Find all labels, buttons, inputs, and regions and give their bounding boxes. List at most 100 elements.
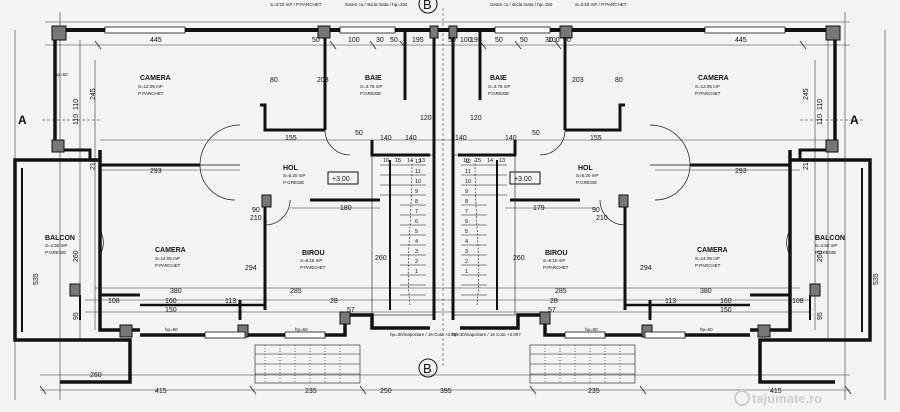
dimension-label: 293 [150, 168, 162, 175]
dimension-label: 260 [73, 250, 80, 262]
dimension-label: 195 [470, 37, 482, 44]
dimension-label: 250 [380, 388, 392, 395]
dimension-label: 395 [440, 388, 452, 395]
stair-step-number: 7 [415, 209, 418, 215]
dimension-label: 120 [420, 115, 432, 122]
stair-step-number: 6 [415, 219, 418, 225]
dimension-label: 215 [90, 158, 97, 170]
section-b-bottom: B [423, 361, 432, 376]
top-center-left-note: Geam cu / sticla mata / hp=150 [345, 2, 408, 7]
room-area: S=6.20 mP [576, 173, 598, 178]
section-a-right: A [850, 113, 859, 127]
dimension-label: 415 [155, 388, 167, 395]
stair-step-number: 2 [415, 259, 418, 265]
room-name: BIROU [545, 250, 568, 257]
stair-step-number: 4 [465, 239, 468, 245]
stair-step-number: 11 [415, 169, 421, 175]
room-name: BAIE [365, 75, 382, 82]
dimension-label: 179 [533, 205, 545, 212]
room-area: S=3.75 mP [360, 84, 382, 89]
stair-step-number: 16 [463, 158, 469, 164]
room-floor: P:PARCHET [155, 263, 181, 268]
dimension-label: 215 [803, 158, 810, 170]
dimension-label: 380 [700, 288, 712, 295]
dimension-label: 294 [640, 265, 652, 272]
room-floor: P:GRESIE [360, 91, 381, 96]
room-floor: P:GRESIE [576, 180, 597, 185]
stair-step-number: 11 [465, 169, 471, 175]
dimension-label: 108 [792, 298, 804, 305]
dimension-label: 260 [375, 255, 387, 262]
stair-step-number: 3 [465, 249, 468, 255]
room-area: S=4.50 mP [815, 243, 837, 248]
dimension-label: 50 [390, 37, 398, 44]
dimension-label: 80 [270, 77, 278, 84]
windows [104, 26, 786, 339]
stair-step-number: 9 [465, 189, 468, 195]
dimension-label: 110 [73, 99, 80, 110]
room-name: HOL [283, 165, 299, 172]
dimension-label: 110 [73, 114, 80, 125]
dimension-label: 245 [803, 88, 810, 100]
dimension-label: 235 [588, 388, 600, 395]
dimension-label: 90 [592, 207, 600, 214]
room-name: CAMERA [697, 247, 728, 254]
stair-landing-left: hp=30/inaportare / 16 Cota +3.00? [390, 332, 459, 337]
dimension-label: 260 [817, 250, 824, 262]
dimension-label: 50 [495, 37, 503, 44]
room-floor: P:PARCHET [138, 91, 164, 96]
dimension-label: 160 [165, 298, 177, 305]
dimension-label: 50 [448, 37, 456, 44]
stair-step-number: 14 [407, 158, 413, 164]
room-floor: P:GRESIE [488, 91, 509, 96]
dimension-label: 380 [170, 288, 182, 295]
dimension-label: 415 [770, 388, 782, 395]
dimension-label: 445 [150, 37, 162, 44]
stair-step-number: 10 [415, 179, 421, 185]
dimension-label: 100 [548, 37, 560, 44]
stair-step-number: 13 [499, 158, 505, 164]
door-swings [99, 124, 791, 256]
dimension-label: 245 [90, 88, 97, 100]
room-floor: P:GRESIE [283, 180, 304, 185]
room-area: S=14.05 mP [155, 256, 180, 261]
room-name: BIROU [302, 250, 325, 257]
dimension-label: 57 [347, 307, 355, 314]
top-right-area: S=3.53 mP / P:PARCHET [575, 2, 627, 7]
room-area: S=8.15 mP [543, 258, 565, 263]
room-name: BAIE [490, 75, 507, 82]
dimension-label: 260 [513, 255, 525, 262]
dimension-label: 100 [460, 37, 472, 44]
section-b-bottom-marker [418, 358, 438, 378]
stair-landing-right: hp=30/inaportare / 16 Cota +3.00? [452, 332, 521, 337]
stair-step-number: 8 [415, 199, 418, 205]
room-floor: P:PARCHET [695, 263, 721, 268]
dimension-label: 110 [817, 99, 824, 110]
hp-label: hp=60 [55, 72, 68, 77]
room-area: S=12.05 mP [138, 84, 163, 89]
dimension-label: 30 [545, 37, 553, 44]
dimension-lines [14, 12, 886, 400]
dimension-label: 535 [33, 273, 40, 285]
dimension-label: 155 [285, 135, 297, 142]
room-floor: P:GRESIE [815, 250, 836, 255]
dimension-label: 445 [735, 37, 747, 44]
section-a-left: A [18, 113, 27, 127]
stair-step-number: 15 [395, 158, 401, 164]
room-area: S=6.20 mP [283, 173, 305, 178]
dimension-label: 95 [817, 312, 824, 320]
stair-step-number: 1 [465, 269, 468, 275]
dimension-label: 57 [548, 307, 556, 314]
level-right-box [509, 171, 541, 185]
stair-step-number: 15 [475, 158, 481, 164]
dimension-label: 113 [225, 298, 236, 305]
room-area: S=3.75 mP [488, 84, 510, 89]
stair-step-number: 16 [383, 158, 389, 164]
stair-step-number: 8 [465, 199, 468, 205]
room-area: S=14.05 mP [695, 256, 720, 261]
stair-step-number: 5 [415, 229, 418, 235]
